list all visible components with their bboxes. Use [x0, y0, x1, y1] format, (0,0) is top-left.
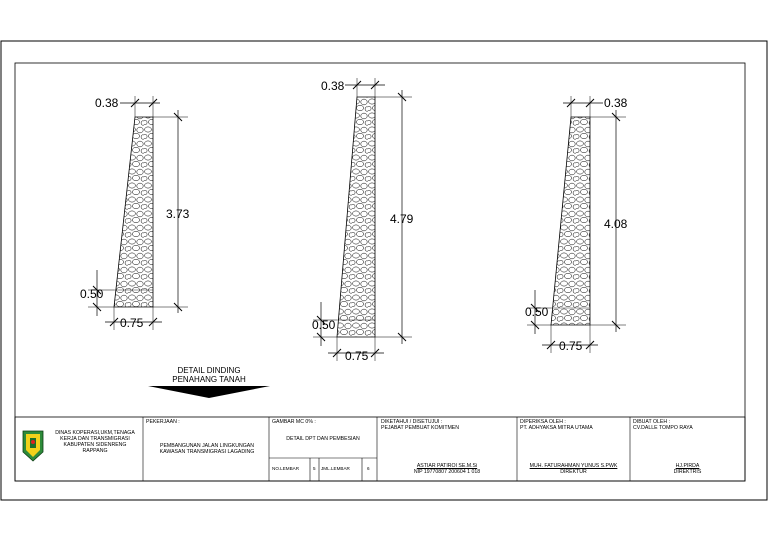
wall-section-1: 0.38 3.73 0.50 0.75 [80, 96, 190, 330]
wall-3-base-width: 0.75 [559, 339, 583, 353]
wall-1-body [113, 116, 154, 308]
dibuat-label: DIBUAT OLEH : [633, 419, 670, 425]
diperiksa-company: PT. ADHYAKSA MITRA UTAMA [520, 424, 593, 431]
diketahui-label: DIKETAHUI / DISETUJUI : [381, 419, 443, 425]
diperiksa-title: DIREKTUR [560, 468, 587, 475]
wall-section-2: 0.38 4.79 0.50 0.75 [312, 78, 414, 363]
pekerjaan-line2: KAWASAN TRANSMIGRASI LAGADING [159, 448, 255, 455]
wall-2-height: 4.79 [390, 212, 414, 226]
agency-name-line1: DINAS KOPERASI,UKM,TENAGA [55, 430, 135, 436]
agency-logo-icon [22, 430, 44, 462]
section-title-line2: PENAHANG TANAH [172, 375, 246, 384]
diketahui-name: ASTIAR PATIROI SE.M.Si [416, 463, 478, 469]
wall-2-top-width: 0.38 [321, 79, 345, 93]
pekerjaan-line1: PEMBANGUNAN JALAN LINGKUNGAN [160, 443, 254, 449]
gambar-value: DETAIL DPT DAN PEMBESIAN [286, 436, 360, 442]
diketahui-role: PEJABAT PEMBUAT KOMITMEN [381, 424, 460, 431]
jml-lembar-value: 6 [367, 466, 370, 471]
outer-frame [0, 40, 768, 501]
section-title-line1: DETAIL DINDING [177, 366, 240, 375]
diperiksa-label: DIPERIKSA OLEH : [520, 419, 566, 425]
dibuat-company: CV.DALLE TOMPO RAYA [633, 424, 693, 431]
no-lembar-label: NO.LEMBAR [272, 466, 300, 471]
wall-2-body [336, 96, 376, 338]
no-lembar-value: 5 [313, 466, 316, 471]
section-arrow-icon [148, 386, 270, 398]
diperiksa-name: MUH. FATURAHMAN YUNUS S.PWK [529, 463, 618, 469]
agency-name-line3: KABUPATEN SIDENRENG [63, 441, 127, 448]
diketahui-nip: NIP 19770807 200604 1 018 [413, 468, 481, 475]
wall-1-footing-height: 0.50 [80, 287, 104, 301]
wall-1-height: 3.73 [166, 207, 190, 221]
title-block [14, 416, 746, 482]
wall-2-base-width: 0.75 [345, 349, 369, 363]
agency-name-line2: KERJA DAN TRANSMIGRASI [60, 435, 130, 442]
wall-3-height: 4.08 [604, 217, 628, 231]
wall-section-3: 0.38 4.08 0.50 0.75 [525, 96, 628, 353]
jml-lembar-label: JML.LEMBAR [321, 466, 350, 471]
wall-3-body [550, 116, 591, 326]
wall-1-top-width: 0.38 [95, 96, 119, 110]
wall-3-top-width: 0.38 [604, 96, 628, 110]
wall-3-footing-height: 0.50 [525, 305, 549, 319]
dibuat-title: DIREKTRIS [673, 468, 702, 475]
pekerjaan-label: PEKERJAAN : [146, 419, 180, 425]
wall-1-base-width: 0.75 [120, 316, 144, 330]
wall-2-footing-height: 0.50 [312, 318, 336, 332]
dibuat-name: HJ.PIRDA [675, 463, 700, 469]
agency-name-line4: RAPPANG [82, 447, 108, 454]
gambar-label: GAMBAR MC 0% : [272, 419, 316, 425]
